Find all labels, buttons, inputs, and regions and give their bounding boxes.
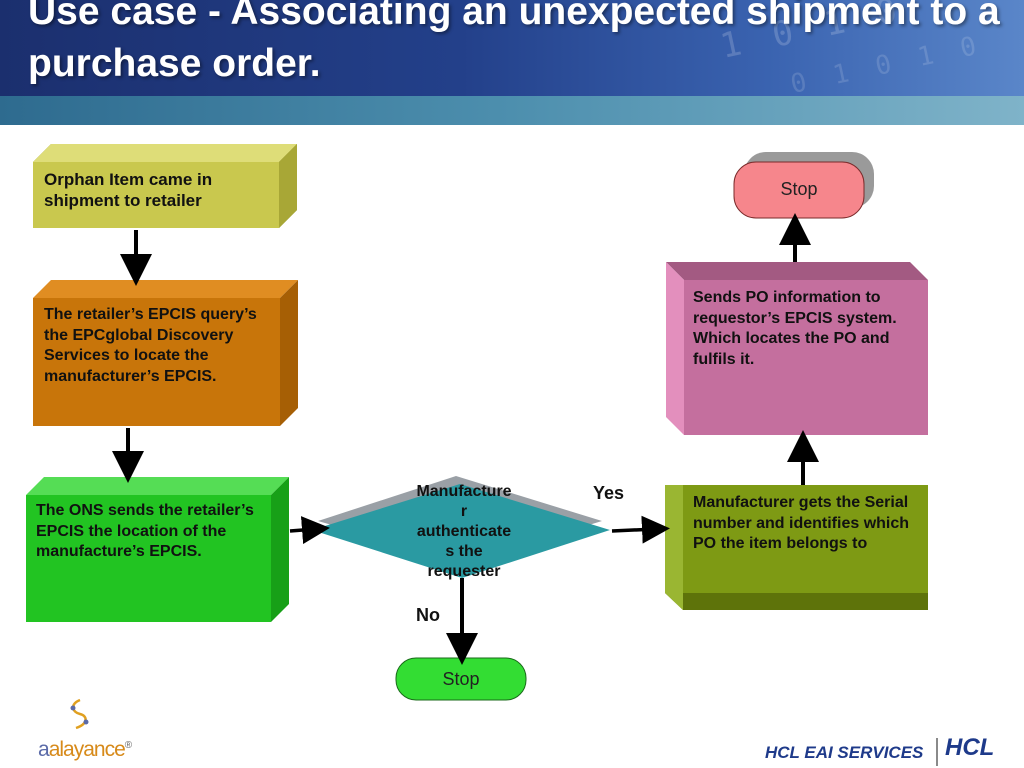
decision-line-5: requester	[427, 563, 501, 580]
hcl-logo: HCL	[945, 734, 995, 761]
hcl-eai-services: HCL EAI SERVICES	[765, 743, 924, 762]
decision-line-1: Manufacture	[416, 483, 512, 500]
ons-box	[26, 477, 289, 622]
logo-letter: a	[38, 738, 50, 761]
ons-text: The ONS sends the retailer’s EPCIS the l…	[36, 502, 254, 560]
decision-text: Manufacture r authenticate s the request…	[388, 482, 540, 582]
arrow-ons-to-decision	[289, 516, 330, 545]
stop-top-shape	[733, 152, 874, 219]
no-label: No	[416, 605, 440, 625]
manufacturer-serial-box	[665, 485, 928, 610]
stop-bottom-text: Stop	[442, 669, 480, 689]
decision-diamond	[312, 476, 610, 578]
sends-po-text: Sends PO information to requestor’s EPCI…	[693, 289, 897, 368]
logo-name: alayance	[48, 738, 126, 761]
epcis-query-text: The retailer’s EPCIS query’s the EPCglob…	[44, 306, 257, 385]
header-banner: 1 0 1 0 0 1 0 1 0	[0, 0, 1024, 125]
epcis-query-box	[33, 280, 298, 426]
decision-line-3: authenticate	[416, 523, 512, 540]
header-band	[0, 96, 1024, 125]
aalayance-logo: aalayance®	[38, 738, 132, 762]
slide-title: Use case - Associating an unexpected shi…	[28, 0, 1000, 85]
footer-divider	[936, 738, 938, 766]
decision-line-2: r	[460, 503, 468, 520]
manufacturer-serial-text: Manufacturer gets the Serial number and …	[693, 494, 910, 552]
decision-line-4: s the	[445, 543, 483, 560]
orphan-item-text: Orphan Item came in shipment to retailer	[44, 170, 213, 210]
arrow-decision-to-manufacturer	[611, 515, 670, 544]
aalayance-logo-icon	[62, 698, 96, 734]
stop-top-text: Stop	[780, 179, 818, 199]
sends-po-box	[666, 262, 928, 435]
yes-label: Yes	[593, 483, 625, 503]
orphan-item-box	[33, 144, 297, 228]
logo-tm: ®	[124, 740, 132, 751]
